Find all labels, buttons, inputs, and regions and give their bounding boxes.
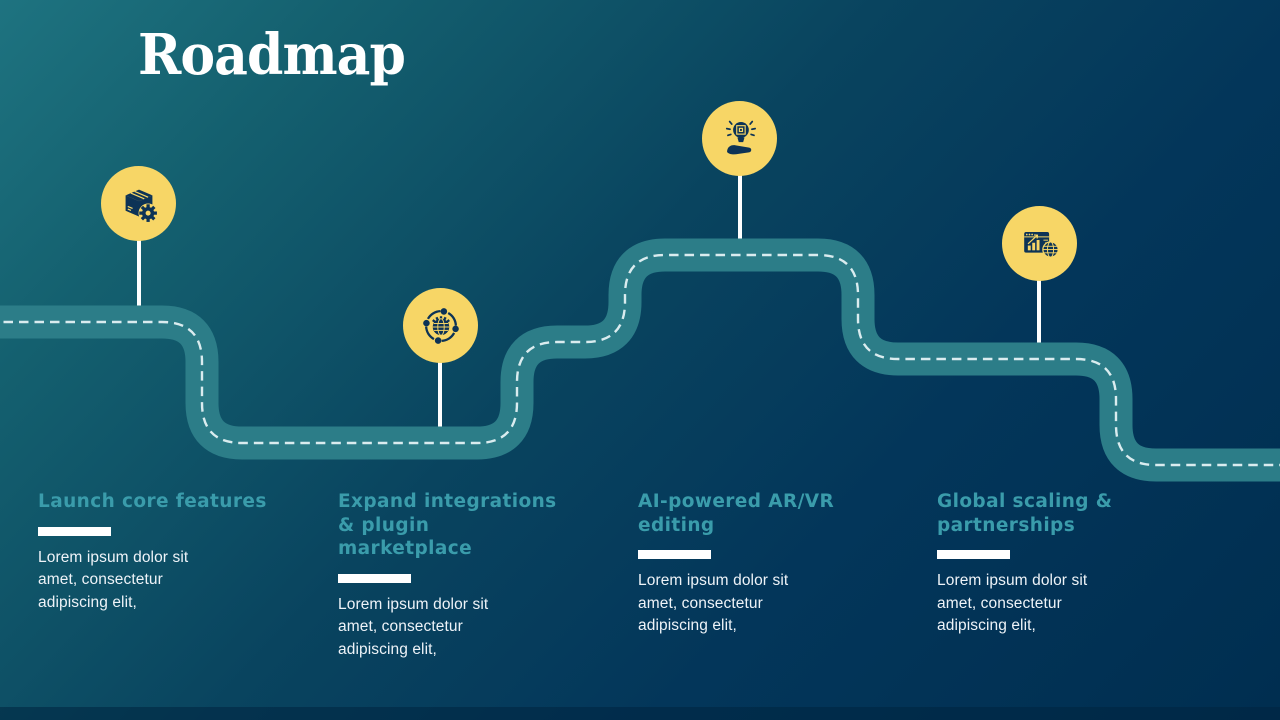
milestone-description: Lorem ipsum dolor sit amet, consectetur … [338, 595, 489, 658]
milestone-description: Lorem ipsum dolor sit amet, consectetur … [38, 548, 189, 611]
milestone-column-1: Launch core features Lorem ipsum dolor s… [38, 490, 270, 614]
page-title: Roadmap [138, 22, 406, 88]
heading-underline [38, 526, 111, 536]
globe-network-icon [422, 307, 459, 344]
milestone-column-3: AI-powered AR/VR editing Lorem ipsum dol… [638, 490, 870, 638]
package-gear-icon [125, 189, 158, 223]
heading-underline [638, 550, 711, 559]
milestone-marker-4 [1002, 206, 1077, 281]
bottom-edge-strip [0, 707, 1280, 720]
milestone-column-2: Expand integrations & plugin marketplace… [338, 490, 570, 661]
milestone-heading: AI-powered AR/VR editing [638, 491, 835, 536]
milestone-description: Lorem ipsum dolor sit amet, consectetur … [937, 572, 1088, 634]
milestone-heading: Expand integrations & plugin marketplace [338, 491, 557, 559]
milestone-marker-3 [702, 101, 777, 176]
road-center-dashes [0, 253, 1280, 467]
global-analytics-icon [1023, 231, 1059, 258]
ai-idea-hand-icon [725, 120, 756, 154]
milestone-marker-2 [403, 288, 478, 363]
heading-underline [937, 550, 1010, 559]
milestone-marker-1 [101, 166, 176, 241]
road-path [0, 238, 1280, 482]
milestone-heading: Launch core features [38, 491, 267, 512]
milestone-column-4: Global scaling & partnerships Lorem ipsu… [937, 490, 1169, 638]
milestone-description: Lorem ipsum dolor sit amet, consectetur … [638, 572, 789, 634]
marker-stems [137, 172, 1041, 434]
heading-underline [338, 573, 411, 583]
milestone-heading: Global scaling & partnerships [937, 491, 1113, 536]
